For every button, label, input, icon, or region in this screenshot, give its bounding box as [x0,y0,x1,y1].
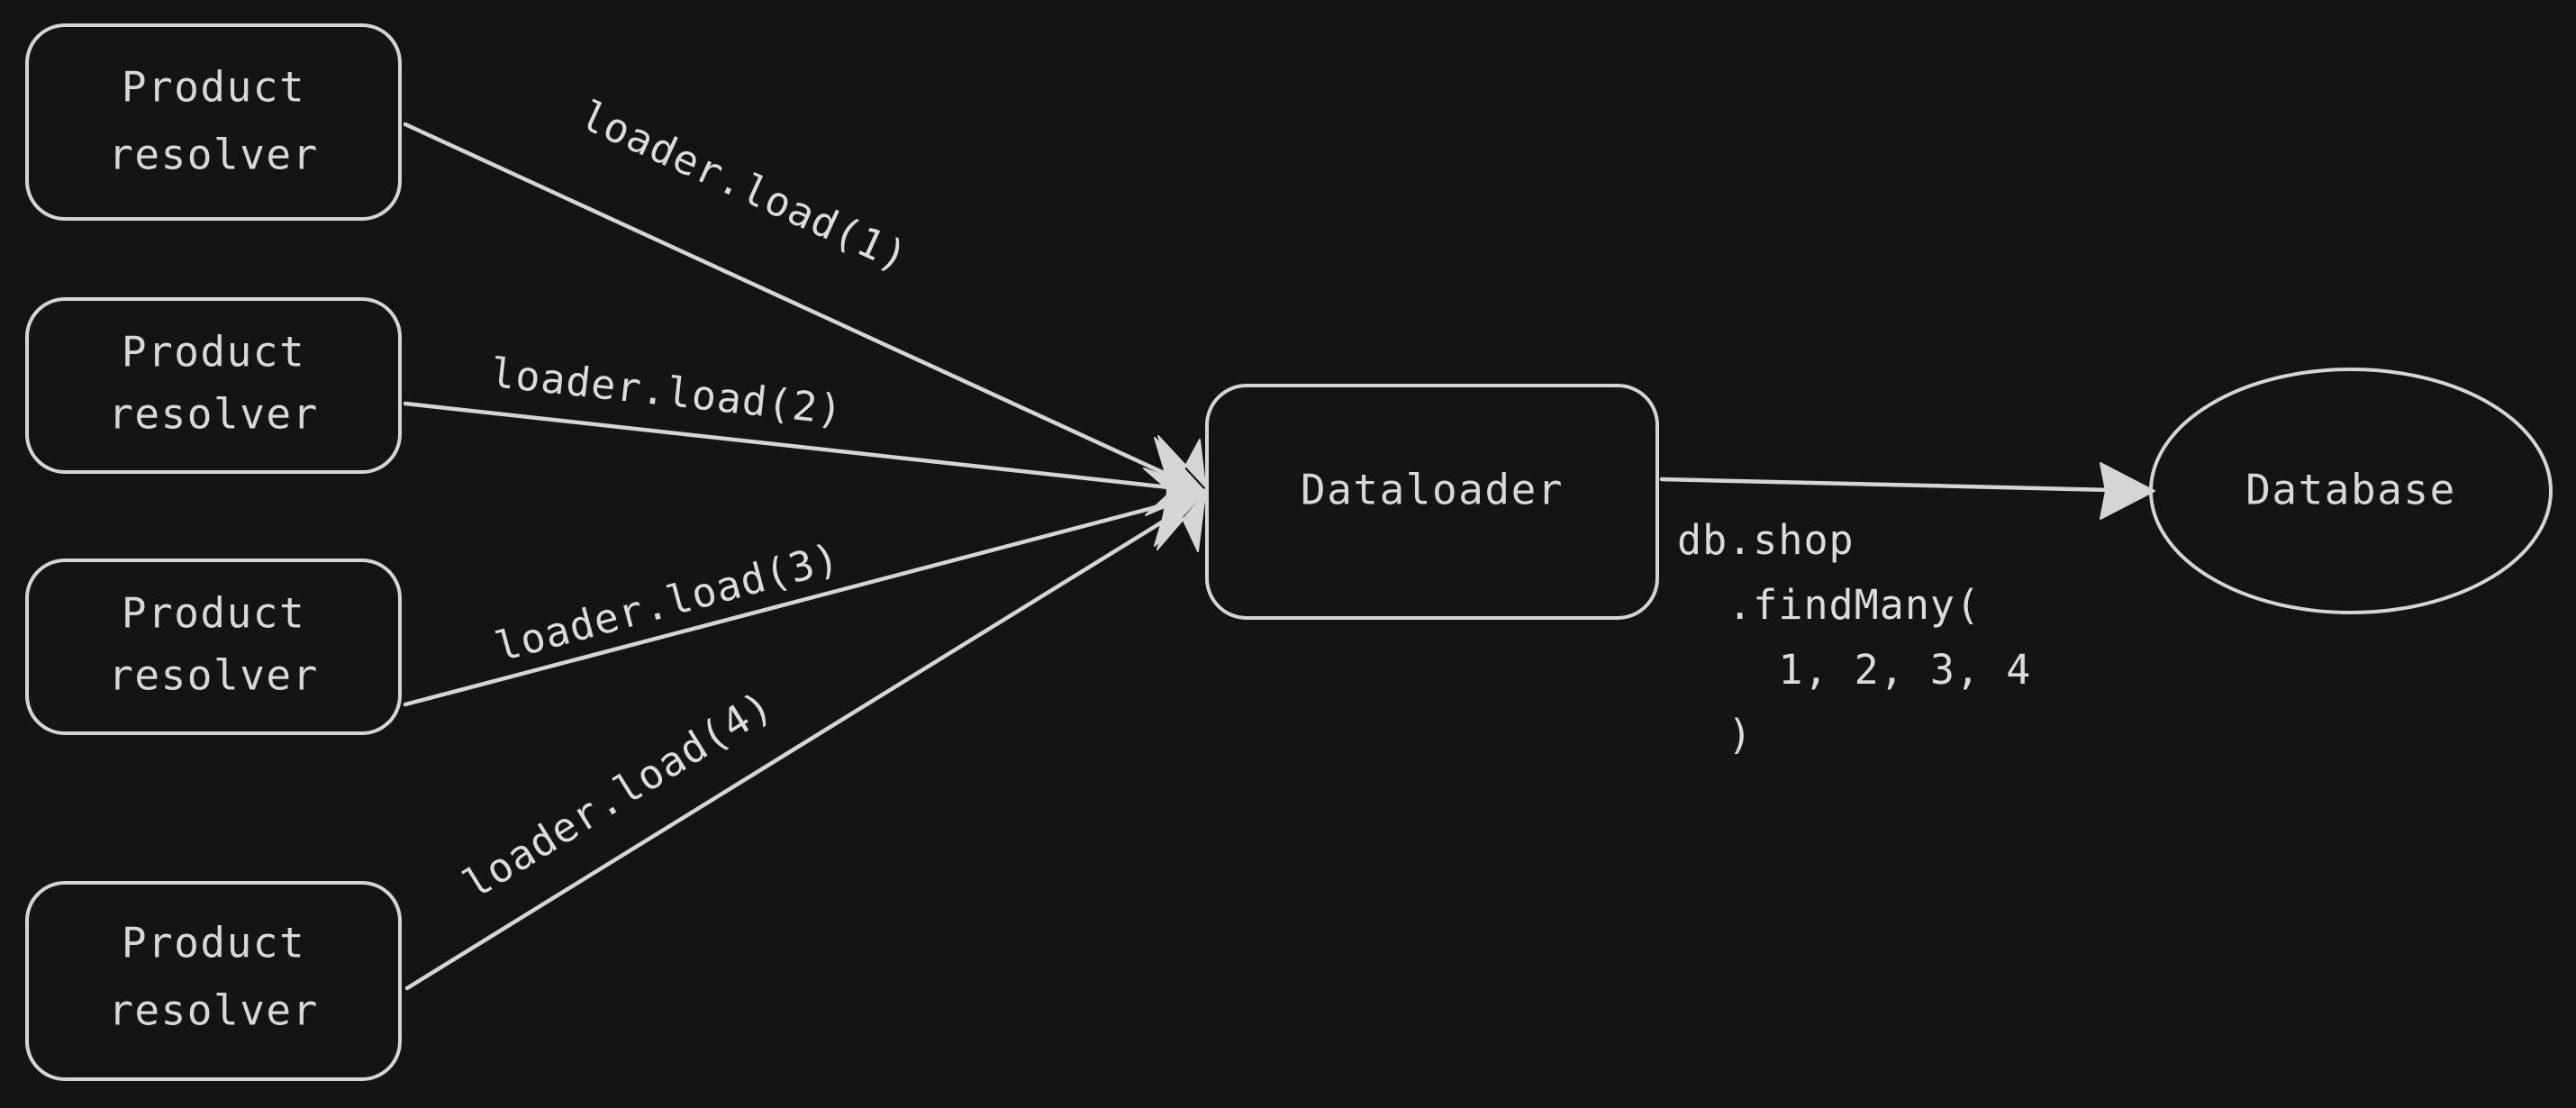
resolver-3-label-line1: Product [122,589,305,638]
resolver-2-label-line1: Product [122,328,305,377]
db-query-line-1: db.shop [1677,516,1855,564]
edge-line-load-2 [403,401,1196,493]
node-resolver-1[interactable]: Product resolver [25,23,402,221]
edge-line-load-4 [404,500,1196,991]
resolver-2-shape [25,297,402,474]
resolver-1-label-line2: resolver [108,131,319,179]
resolver-1-shape [25,23,402,221]
db-query-line-4: ) [1677,711,1753,758]
resolver-4-label-line1: Product [122,919,305,967]
edge-line-db-query [1659,477,2115,493]
edge-label-load-4: loader.load(4) [455,681,781,908]
db-query-line-3: 1, 2, 3, 4 [1677,646,2031,694]
node-resolver-3[interactable]: Product resolver [25,559,402,735]
resolver-4-shape [25,881,402,1081]
resolver-3-shape [25,559,402,735]
node-resolver-4[interactable]: Product resolver [25,881,402,1081]
edge-label-db-query: db.shop .findMany( 1, 2, 3, 4 ) [1677,516,2031,758]
database-shape [2149,368,2553,614]
db-query-line-2: .findMany( [1677,581,1981,629]
edge-line-load-3 [403,495,1196,707]
resolver-1-label-line1: Product [122,63,305,112]
resolver-4-label-line2: resolver [108,986,319,1035]
edge-label-load-2: loader.load(2) [488,349,846,434]
node-dataloader[interactable]: Dataloader [1205,384,1659,620]
arrowhead-into-database [2100,462,2155,520]
node-resolver-2[interactable]: Product resolver [25,297,402,474]
dataloader-label: Dataloader [1301,466,1564,514]
node-database[interactable]: Database [2149,368,2553,614]
resolver-2-label-line2: resolver [108,390,319,439]
arrowhead-into-dataloader [1143,435,1206,552]
resolver-3-label-line2: resolver [108,651,319,700]
edge-label-load-1: loader.load(1) [574,91,916,281]
dataloader-shape [1205,384,1659,620]
database-label: Database [2245,466,2456,514]
edge-line-load-1 [403,122,1196,489]
